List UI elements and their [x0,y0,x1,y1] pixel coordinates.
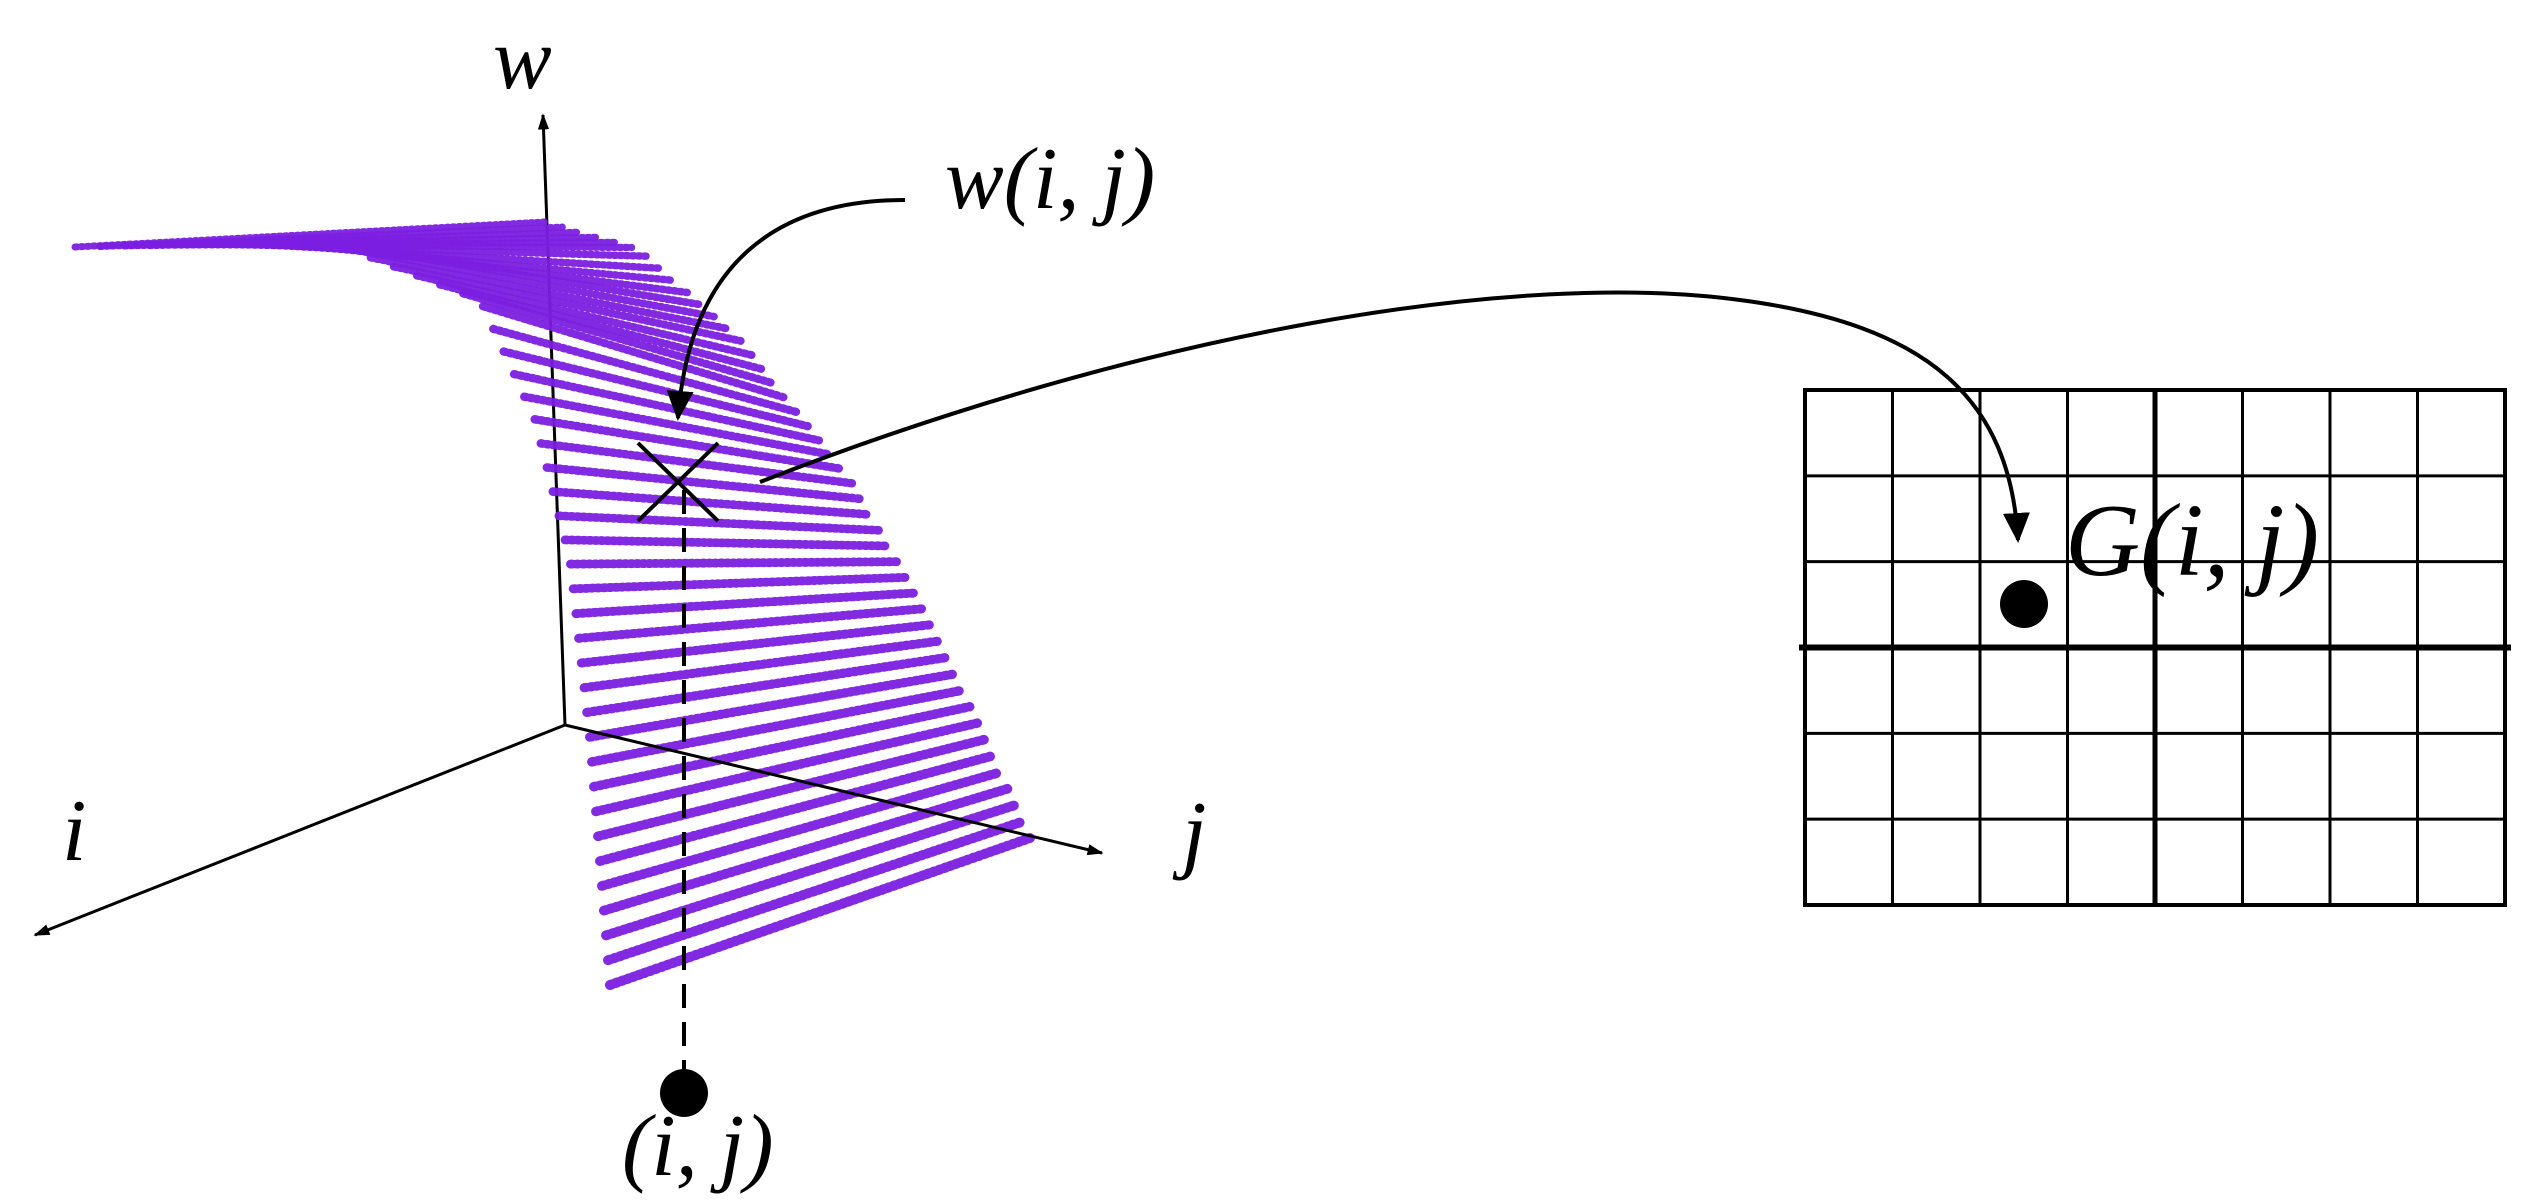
surface-stripe [595,751,998,866]
surface-stripe [597,767,1005,891]
surface-stripe [582,652,952,718]
surface-stripe [571,588,920,619]
label-arrow-curve [666,198,906,421]
surface-stripe [412,271,756,360]
surface-stripe [499,347,812,431]
surface-point-cross [636,441,720,523]
output-grid [1799,388,2511,907]
surface-stripe [542,463,866,504]
surface-stripe [530,415,846,474]
surface-stripe [603,816,1028,966]
w-axis-label: w [493,11,552,108]
surface-stripe [389,262,745,345]
surface-stripe [343,244,718,321]
surface-stripe [566,557,902,569]
surface-stripe [585,669,960,742]
surface-stripe [554,511,884,535]
j-axis-label: j [1172,785,1206,882]
surface-stripe [589,701,975,792]
surface-stripe [591,718,983,817]
surface-stripe [601,800,1020,941]
surface-stripe [568,572,911,594]
surface-stripe [579,636,945,693]
surface-stripe [366,253,732,333]
i-axis-label: i [62,783,86,880]
surface-stripe [459,289,779,388]
grid-point-dot [2000,580,2048,628]
i-axis [33,723,566,937]
surface-stripe [599,783,1013,916]
surface-stripe [587,685,967,767]
surface-stripe [478,302,790,402]
surface-stripe [576,620,937,668]
surface-stripe [520,392,835,459]
base-point-dot [660,1069,708,1117]
surface-stripe [574,604,929,643]
mapping-arrow-curve [759,290,2030,543]
base-point-label: (i, j) [622,1098,774,1195]
surface-stripe [605,833,1035,990]
surface-stripe [593,734,990,842]
surface-stripe [509,369,824,445]
surface-stripe [489,324,801,417]
grid-point-label: G(i, j) [2065,483,2319,598]
surface-point-label: w(i, j) [945,131,1155,228]
surface-stripe [548,487,875,519]
surface-w [71,218,1035,990]
j-axis [564,723,1104,856]
surface-stripe [560,535,893,551]
